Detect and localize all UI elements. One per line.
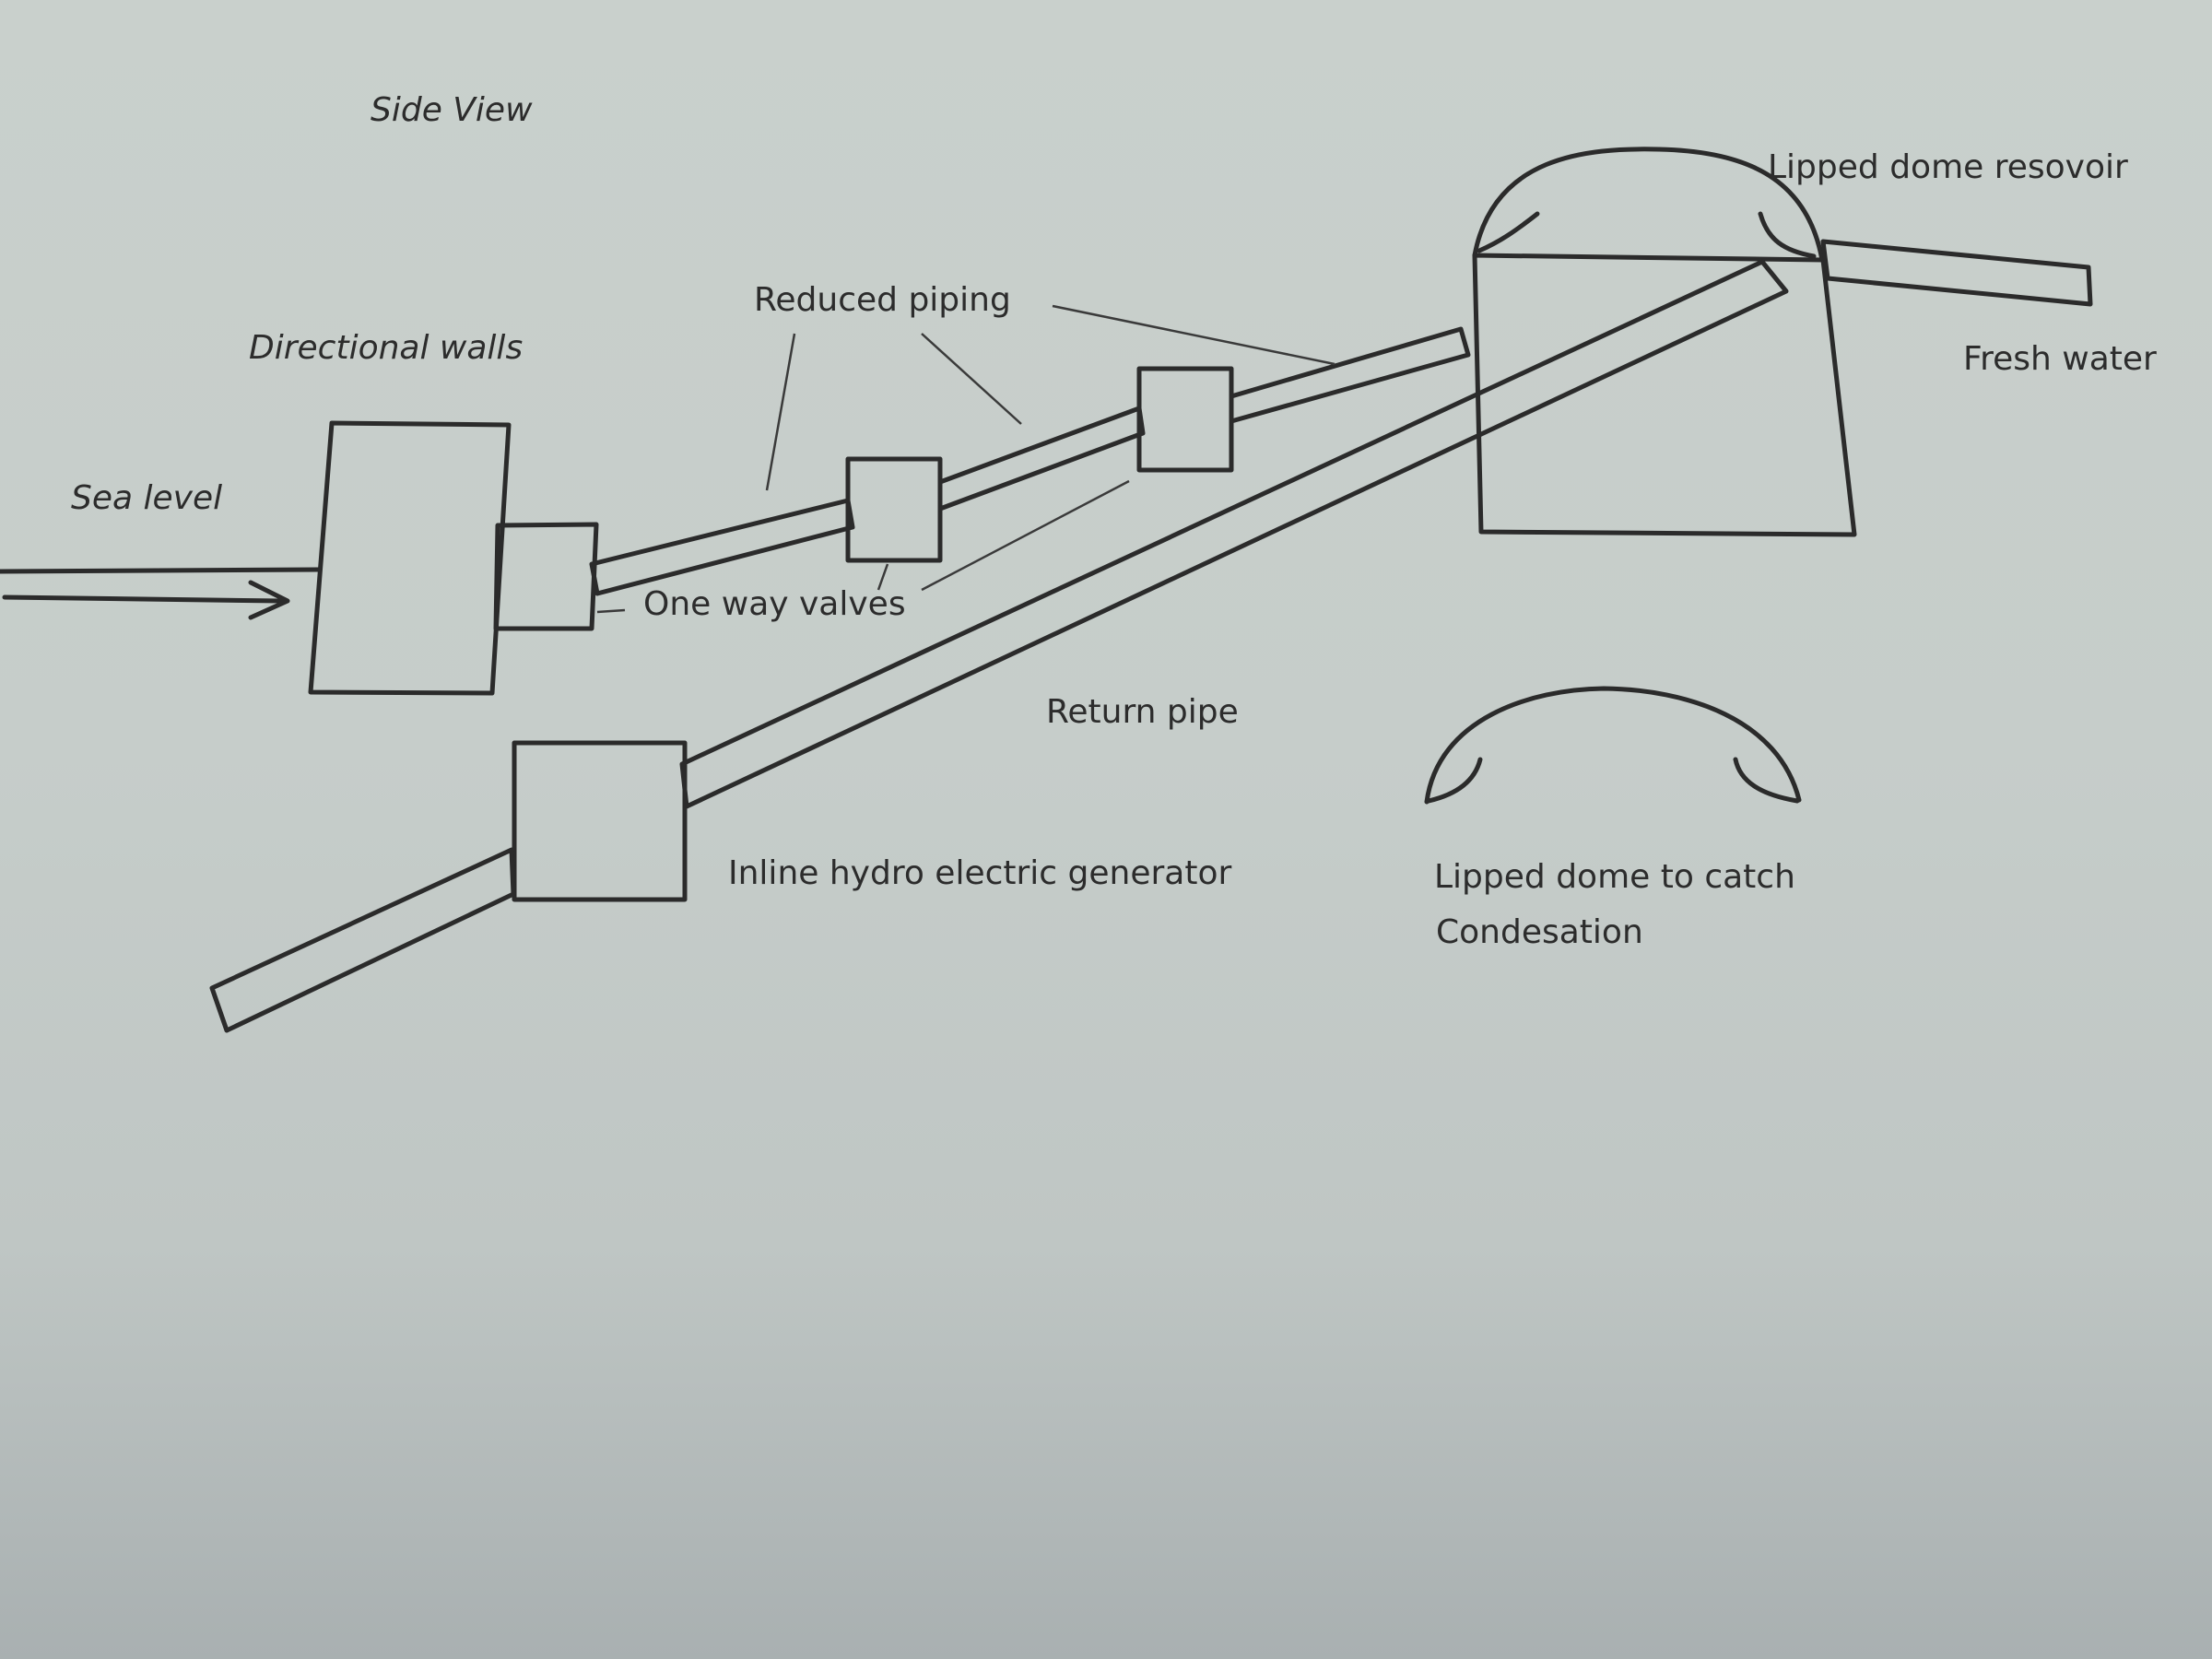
directional-walls-label: Directional walls — [249, 329, 524, 367]
sea-level-line — [0, 567, 321, 574]
reduced-pipe-segment-3 — [1229, 326, 1471, 424]
inline-generator-label: Inline hydro electric generator — [728, 854, 1232, 892]
lipped-dome-detail-lip-right — [1733, 757, 1800, 804]
leader-reduced-piping-2 — [921, 333, 1022, 425]
side-view-title: Side View — [371, 91, 533, 129]
flow-arrow-head — [248, 580, 290, 620]
reservoir-dome — [1472, 147, 1825, 263]
lipped-dome-detail — [1424, 686, 1802, 805]
one-way-valve-1 — [845, 456, 943, 563]
reservoir-dome-lip-right — [1758, 211, 1817, 259]
directional-walls-box — [308, 420, 512, 696]
leader-reduced-piping-3 — [1052, 304, 1335, 366]
reduced-pipe-segment-2 — [937, 406, 1146, 512]
leader-one-way-valve-2 — [921, 479, 1130, 592]
inlet-block — [493, 522, 599, 631]
fresh-water-pipe — [1820, 239, 2093, 307]
reduced-pipe-segment-1 — [589, 498, 855, 596]
inline-hydro-generator — [512, 740, 688, 902]
fresh-water-label: Fresh water — [1963, 340, 2157, 378]
one-way-valves-label: One way valves — [643, 585, 906, 623]
lipped-dome-detail-lip-left — [1426, 757, 1483, 804]
reservoir-tank — [1472, 253, 1857, 537]
sea-level-label: Sea level — [71, 479, 223, 517]
one-way-valve-2 — [1136, 366, 1234, 473]
return-pipe-label: Return pipe — [1046, 693, 1239, 731]
reduced-piping-label: Reduced piping — [754, 281, 1011, 319]
flow-arrow-shaft — [2, 594, 284, 604]
leader-reduced-piping-1 — [765, 333, 796, 491]
return-pipe-lower — [209, 847, 516, 1033]
reservoir-dome-lip-left — [1477, 211, 1540, 253]
lipped-dome-reservoir-label: Lipped dome resovoir — [1768, 148, 2128, 186]
leader-one-way-valve-1 — [877, 563, 889, 591]
leader-inlet — [596, 608, 626, 614]
lipped-dome-catch-label-line2: Condesation — [1436, 913, 1643, 951]
lipped-dome-catch-label-line1: Lipped dome to catch — [1434, 858, 1795, 896]
